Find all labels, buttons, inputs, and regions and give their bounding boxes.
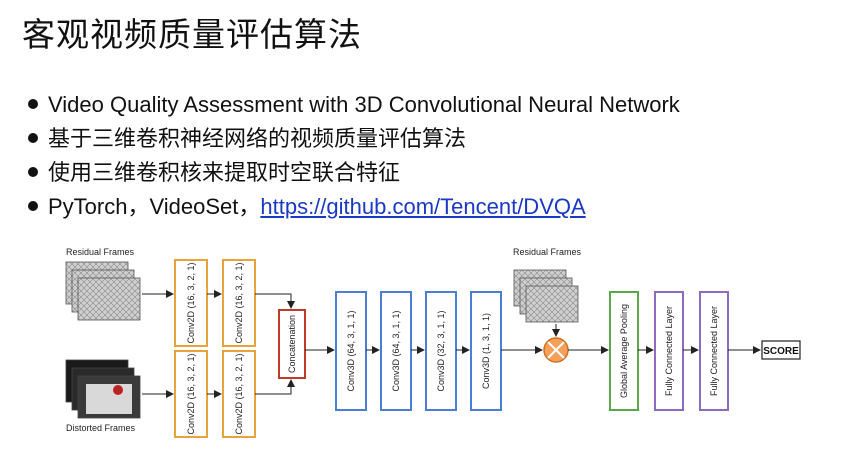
network-diagram: Residual Frames Distorted Frames Conv2D … bbox=[65, 247, 801, 438]
bullet-item: 使用三维卷积核来提取时空联合特征 bbox=[28, 156, 680, 190]
fc1-label: Fully Connected Layer bbox=[664, 306, 674, 396]
residual-frames-right-image bbox=[513, 269, 579, 323]
conv2d-bottom-1-label: Conv2D (16, 3, 2, 1) bbox=[186, 353, 196, 434]
conv3d-1-block bbox=[335, 291, 367, 411]
bullet-item: PyTorch，VideoSet，https://github.com/Tenc… bbox=[28, 190, 680, 224]
gap-label: Global Average Pooling bbox=[619, 304, 629, 398]
conv2d-top-1-block bbox=[174, 259, 208, 347]
conv2d-top-2-block bbox=[222, 259, 256, 347]
fc2-block bbox=[699, 291, 729, 411]
fc2-label: Fully Connected Layer bbox=[709, 306, 719, 396]
conv3d-1-label: Conv3D (64, 3, 1, 1) bbox=[346, 310, 356, 391]
conv3d-4-label: Conv3D (1, 3, 1, 1) bbox=[481, 313, 491, 389]
bullet-item: Video Quality Assessment with 3D Convolu… bbox=[28, 88, 680, 122]
conv3d-4-block bbox=[470, 291, 502, 411]
bullet-dot-icon bbox=[28, 201, 38, 212]
conv2d-bottom-1-block bbox=[174, 350, 208, 438]
fc1-block bbox=[654, 291, 684, 411]
bullet-text: 使用三维卷积核来提取时空联合特征 bbox=[48, 160, 401, 185]
conv3d-2-block bbox=[380, 291, 412, 411]
conv2d-bottom-2-label: Conv2D (16, 3, 2, 1) bbox=[234, 353, 244, 434]
multiply-icon bbox=[543, 337, 569, 363]
bullet-list: Video Quality Assessment with 3D Convolu… bbox=[28, 88, 680, 224]
conv3d-3-label: Conv3D (32, 3, 1, 1) bbox=[436, 310, 446, 391]
slide-title: 客观视频质量评估算法 bbox=[22, 15, 362, 54]
conv2d-top-2-label: Conv2D (16, 3, 2, 1) bbox=[234, 262, 244, 343]
bullet-item: 基于三维卷积神经网络的视频质量评估算法 bbox=[28, 122, 680, 156]
conv3d-2-label: Conv3D (64, 3, 1, 1) bbox=[391, 310, 401, 391]
bullet-text: PyTorch，VideoSet， bbox=[48, 194, 261, 219]
bullet-dot-icon bbox=[28, 167, 38, 178]
gap-block bbox=[609, 291, 639, 411]
github-link[interactable]: https://github.com/Tencent/DVQA bbox=[260, 194, 586, 219]
residual-frames-right-label: Residual Frames bbox=[513, 247, 582, 257]
conv2d-top-1-label: Conv2D (16, 3, 2, 1) bbox=[186, 262, 196, 343]
residual-frames-left-label: Residual Frames bbox=[66, 247, 135, 257]
residual-frames-left-image bbox=[65, 261, 141, 321]
bullet-text: Video Quality Assessment with 3D Convolu… bbox=[48, 92, 680, 117]
bullet-dot-icon bbox=[28, 133, 38, 144]
conv3d-3-block bbox=[425, 291, 457, 411]
concatenation-block bbox=[278, 309, 306, 379]
score-box bbox=[761, 340, 801, 360]
score-label: SCORE bbox=[763, 346, 799, 357]
distorted-frames-label: Distorted Frames bbox=[66, 423, 136, 433]
bullet-text: 基于三维卷积神经网络的视频质量评估算法 bbox=[48, 126, 467, 151]
bullet-dot-icon bbox=[28, 99, 38, 110]
concatenation-label: Concatenation bbox=[287, 315, 297, 373]
distorted-frames-image bbox=[65, 359, 141, 419]
